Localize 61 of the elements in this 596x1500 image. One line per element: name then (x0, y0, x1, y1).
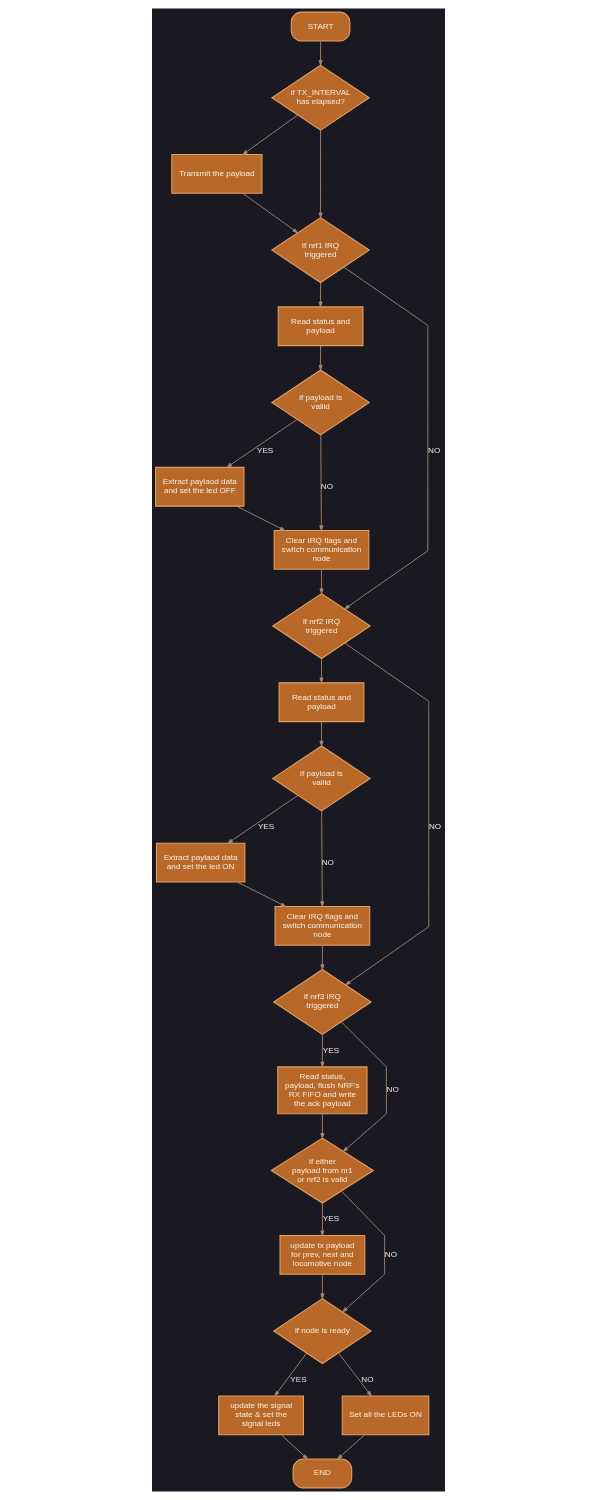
node-diamond: if nrf3 IRQ triggered (272, 968, 372, 1036)
node-box: Read status, payload, flush NRF's RX FIFO and write the ack payload (276, 1066, 368, 1115)
arrow (319, 945, 324, 970)
node-diamond: if node is ready (272, 1297, 372, 1365)
node-box: Set all the LEDs ON (341, 1395, 429, 1436)
node-box: update tx payload for prev, next and locomotive node (278, 1234, 365, 1275)
arrow (319, 810, 324, 907)
edge-label: NO (427, 446, 440, 456)
arrow (318, 40, 323, 66)
edge-label: YES (289, 1374, 307, 1384)
node-box: Clear IRQ flags and switch communication node (273, 529, 369, 570)
edge-label: YES (256, 446, 273, 456)
arrow (226, 419, 297, 468)
node-diamond: if payload is valild (270, 369, 370, 436)
node-box: update the signal state & set the signal leds (217, 1395, 304, 1436)
arrow (318, 129, 323, 218)
arrow (336, 1434, 365, 1460)
arrow (241, 114, 298, 155)
node-box: END (292, 1458, 352, 1489)
arrow (319, 1202, 324, 1236)
node-diamond: if TX_INTERVAL has elapsed? (270, 64, 370, 131)
node-box: Extract paylaod data and set the led ON (155, 842, 245, 883)
arrow (235, 505, 285, 531)
arrow (340, 1190, 385, 1313)
arrow (318, 658, 323, 683)
edge-label: YES (322, 1214, 339, 1224)
node-diamond: if nrf1 IRQ triggered (270, 217, 370, 284)
edge-label: YES (322, 1045, 339, 1055)
arrow (319, 1034, 324, 1068)
node-box: START (290, 11, 350, 42)
edge-label: NO (386, 1085, 399, 1095)
edge-label: NO (321, 857, 334, 867)
arrow (274, 1352, 307, 1397)
node-diamond: if either payload from nr1 or nrf2 is valid (269, 1137, 374, 1204)
edge-label: NO (384, 1249, 397, 1259)
arrow (343, 642, 429, 986)
edge-label: NO (360, 1374, 374, 1384)
arrow (318, 434, 323, 531)
arrow (318, 345, 323, 371)
node-box: Transmit the payload (170, 154, 263, 194)
arrow (319, 1113, 324, 1139)
edge-label: NO (428, 822, 441, 832)
node-box: Read status and payload (277, 306, 363, 347)
arrow (227, 794, 298, 844)
arrow (337, 1352, 372, 1397)
arrow (318, 282, 323, 307)
node-box: Extract paylaod data and set the led OFF (154, 466, 244, 507)
arrow (236, 881, 286, 907)
edge-label: NO (320, 481, 333, 491)
node-box: Read status and payload (278, 682, 364, 723)
arrow (342, 266, 428, 610)
node-diamond: if payload is valild (271, 745, 371, 812)
arrow (340, 1021, 387, 1152)
arrow (241, 192, 298, 234)
arrow (280, 1434, 308, 1460)
arrow (319, 1274, 324, 1299)
node-box: Clear IRQ flags and switch communication node (274, 905, 370, 946)
edge-label: YES (257, 822, 274, 832)
node-diamond: if nrf2 IRQ triggered (271, 592, 371, 660)
arrow (318, 721, 323, 747)
arrow (318, 569, 323, 594)
